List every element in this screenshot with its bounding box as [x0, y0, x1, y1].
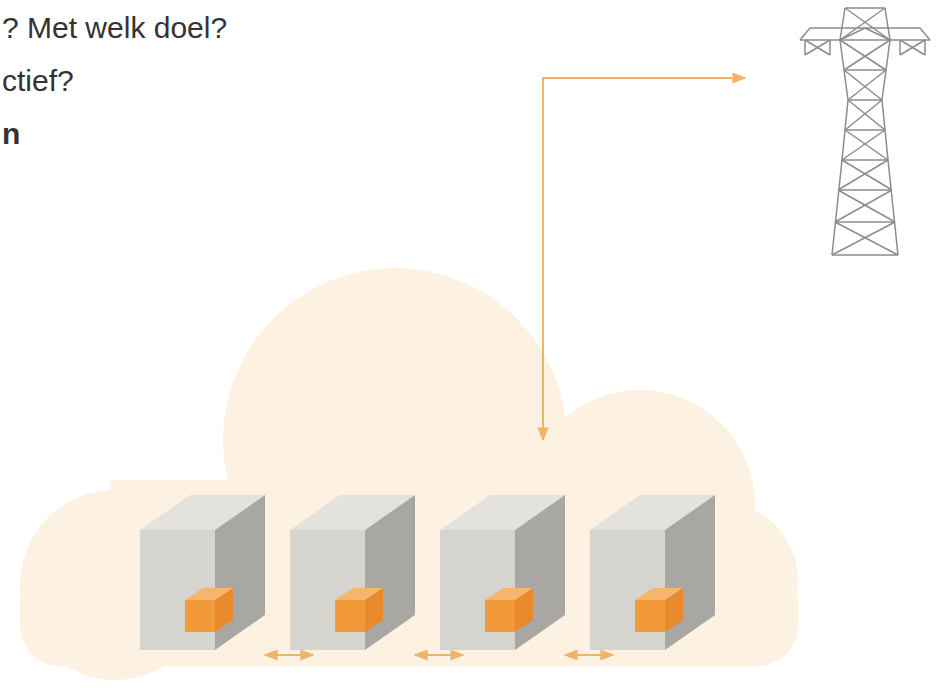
- server-row: [140, 495, 715, 655]
- cloud: [20, 268, 798, 680]
- power-pylon: [800, 8, 930, 255]
- server-box: [290, 495, 415, 650]
- data-cube: [335, 588, 383, 632]
- power-link: [543, 78, 745, 440]
- sync-arrow: [565, 654, 613, 656]
- slide-text: n: [2, 116, 20, 152]
- data-cube: [185, 588, 233, 632]
- server-box: [590, 495, 715, 650]
- slide-text: ? Met welk doel?: [2, 10, 227, 46]
- slide-text: ctief?: [2, 63, 74, 99]
- data-cube: [485, 588, 533, 632]
- server-box: [140, 495, 265, 650]
- sync-arrow: [265, 654, 313, 656]
- data-cube: [635, 588, 683, 632]
- server-box: [440, 495, 565, 650]
- sync-arrow: [415, 654, 463, 656]
